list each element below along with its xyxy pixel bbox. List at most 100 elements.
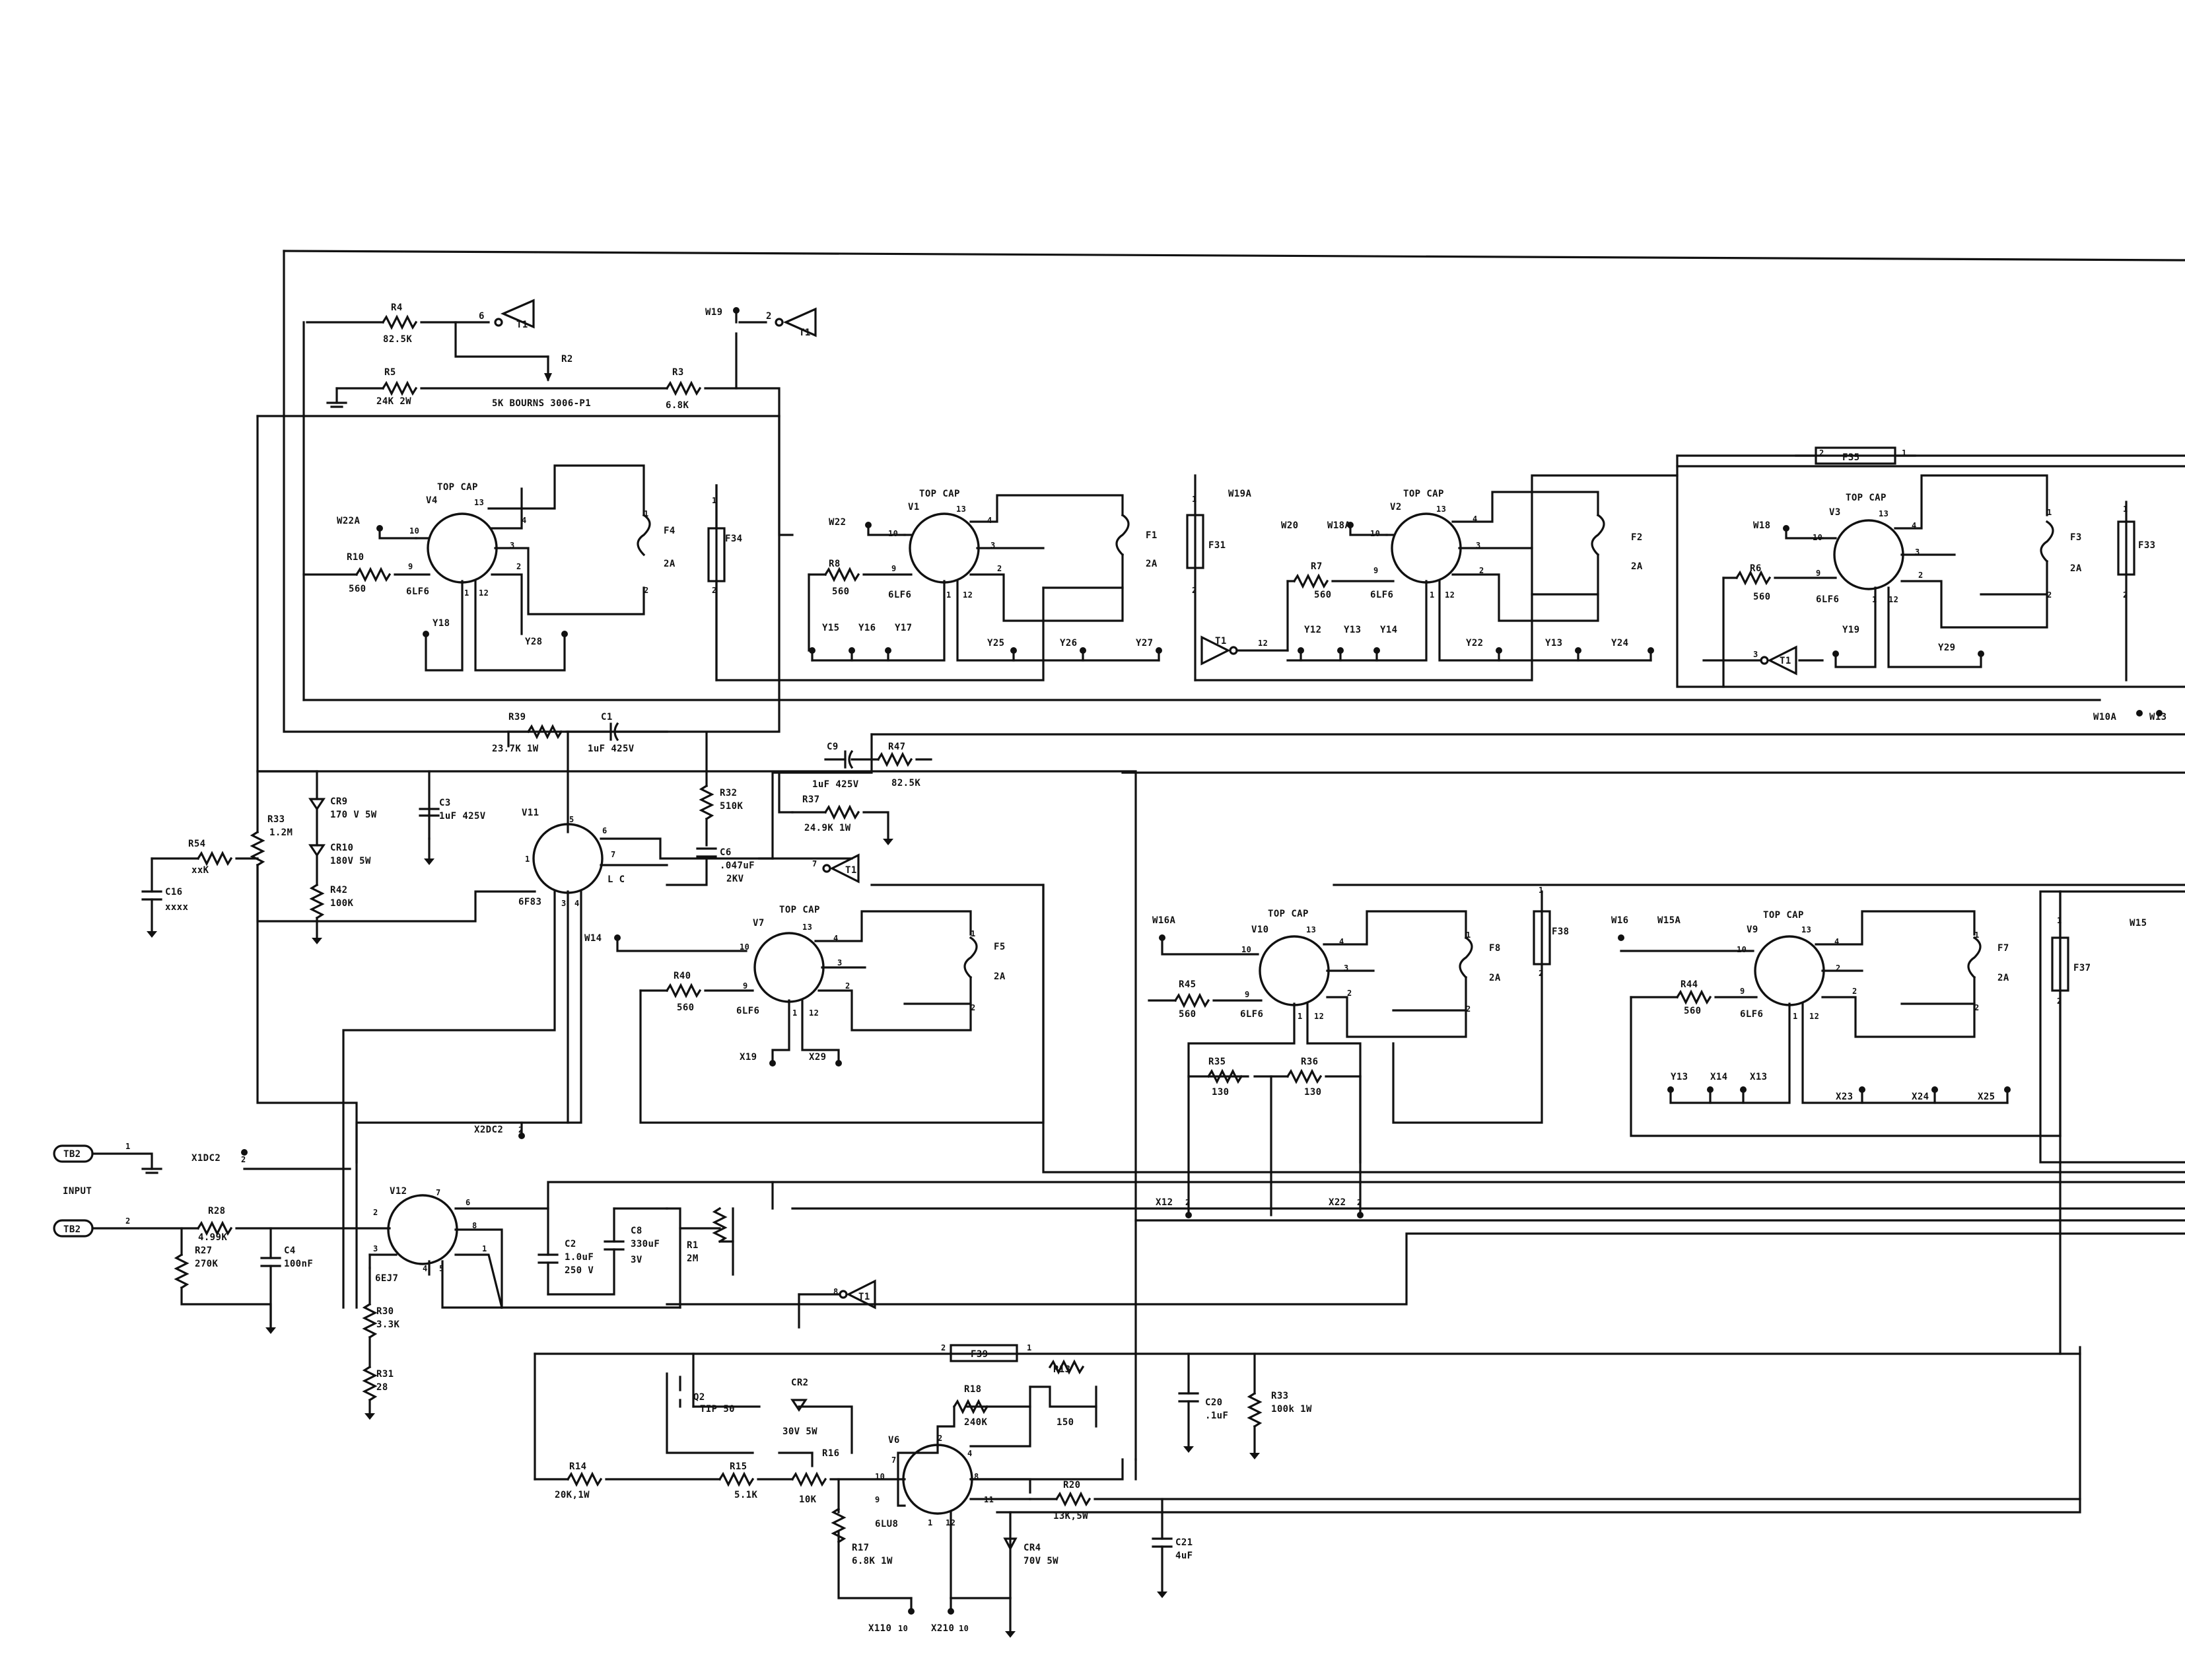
label-v4: V4 — [426, 495, 438, 506]
label-c3-value: 1uF 425V — [439, 811, 486, 822]
label-f4: F4 — [664, 526, 676, 536]
label-r28: R28 — [208, 1206, 226, 1216]
label-c9: C9 — [827, 742, 839, 752]
label-r16-value: 10K — [799, 1494, 817, 1505]
label-c8-value-2: 3V — [631, 1255, 642, 1265]
pin-label: 7 — [436, 1188, 441, 1197]
label-q2: Q2 — [693, 1392, 705, 1403]
pin-label: 1 — [2047, 508, 2052, 517]
pin-label: 9 — [1816, 569, 1821, 578]
pin-label: 4 — [423, 1264, 428, 1273]
label-w22: W22 — [829, 517, 847, 528]
label-c2-value: 1.0uF — [565, 1252, 594, 1263]
label-r39: R39 — [508, 712, 526, 722]
pin-label: 1 — [644, 509, 649, 518]
pin-label: 3 — [1344, 963, 1349, 973]
label-tb2-b: TB2 — [63, 1224, 81, 1235]
label-w15a: W15A — [1657, 915, 1681, 926]
label-x12: X12 — [1156, 1197, 1173, 1208]
pin-label: 1 — [2057, 916, 2062, 925]
pin-label: 4 — [1912, 521, 1917, 530]
label-r3: R3 — [672, 367, 684, 378]
label-cr10-value: 180V 5W — [330, 856, 371, 866]
pin-label: 1 — [125, 1142, 131, 1151]
label-r27-value: 270K — [195, 1259, 218, 1269]
label-c4: C4 — [284, 1245, 296, 1256]
pin-label: 2 — [1918, 571, 1924, 580]
pin-label: 12 — [963, 590, 973, 600]
label-r42-value: 100K — [330, 898, 353, 909]
label-y17: Y17 — [895, 623, 913, 633]
label-x2dc2: X2DC2 — [474, 1125, 503, 1135]
label-f7: F7 — [1997, 943, 2009, 954]
label-w13: W13 — [2149, 712, 2167, 722]
label-y24: Y24 — [1611, 638, 1629, 648]
label-r4-value: 82.5K — [383, 334, 412, 345]
label-r35: R35 — [1208, 1057, 1226, 1067]
pin-label: 4 — [967, 1449, 973, 1458]
pin-label: 1 — [1974, 930, 1980, 940]
label-w22a: W22A — [337, 516, 360, 526]
pin-label: 2 — [1819, 448, 1824, 458]
label-x29: X29 — [809, 1052, 827, 1063]
label-f3-amp: 2A — [2070, 563, 2082, 574]
label-r32: R32 — [720, 788, 738, 798]
label-r42: R42 — [330, 885, 348, 895]
label-cr4-value: 70V 5W — [1023, 1556, 1058, 1566]
pin-label: 5 — [439, 1264, 444, 1273]
label-t1-b: T1 — [799, 328, 811, 338]
pin-label: 2 — [644, 586, 649, 595]
label-r17: R17 — [852, 1543, 870, 1553]
label-r14: R14 — [569, 1461, 587, 1472]
pin-label: 10 — [1813, 533, 1822, 542]
pin-label: 2 — [1185, 1198, 1191, 1207]
label-c6: C6 — [720, 847, 732, 858]
pin-label: 13 — [1801, 925, 1811, 934]
pin-label: 2 — [1357, 1198, 1362, 1207]
label-r32-value: 510K — [720, 801, 743, 812]
pin-label: 10 — [1737, 945, 1747, 954]
label-6lf6-v4: 6LF6 — [406, 586, 429, 597]
label-x23: X23 — [1836, 1092, 1854, 1102]
pin-label: 2 — [241, 1155, 246, 1164]
pin-label: 4 — [574, 899, 580, 908]
label-r15: R15 — [730, 1461, 747, 1472]
pin-6: 6 — [479, 311, 485, 322]
pin-label: 2 — [125, 1216, 131, 1226]
label-r36: R36 — [1301, 1057, 1319, 1067]
label-r33b: R33 — [1271, 1391, 1289, 1401]
tube-stage-v9 — [1620, 890, 2069, 1137]
label-t1-e: T1 — [845, 865, 857, 876]
tube-stage-v11 — [141, 722, 932, 1309]
pin-label: 10 — [1370, 529, 1380, 538]
pin-label: 10 — [959, 1624, 969, 1633]
junction-dots — [241, 307, 2163, 1615]
tube-stage-v4 — [302, 464, 1045, 682]
tube-stage-v6 — [534, 1279, 2081, 1638]
label-f4-amp: 2A — [664, 559, 676, 569]
label-r7-value: 560 — [1314, 590, 1332, 600]
pin-label: 10 — [1241, 945, 1251, 954]
label-t1-c: T1 — [1215, 636, 1227, 647]
label-c2-value-2: 250 V — [565, 1265, 594, 1276]
bias-adjust-network — [306, 298, 817, 536]
label-r4: R4 — [391, 302, 403, 313]
label-c8: C8 — [631, 1226, 642, 1236]
label-input: INPUT — [63, 1186, 92, 1197]
label-x210: X210 — [931, 1623, 954, 1634]
label-v11: V11 — [522, 808, 539, 818]
pin-label: 7 — [812, 859, 817, 868]
label-r33b-value: 100k 1W — [1271, 1404, 1312, 1415]
label-v3: V3 — [1829, 507, 1841, 518]
label-r40-value: 560 — [677, 1002, 695, 1013]
label-y15: Y15 — [822, 623, 840, 633]
label-topcap-v2: TOP CAP — [1403, 489, 1444, 499]
tube-stage-v2 — [1200, 491, 1652, 666]
pin-label: 1 — [1430, 590, 1435, 600]
label-f1: F1 — [1146, 530, 1158, 541]
pin-label: 12 — [1258, 639, 1268, 648]
label-r31-value: 28 — [376, 1382, 388, 1393]
label-r5: R5 — [384, 367, 396, 378]
label-f7-amp: 2A — [1997, 973, 2009, 983]
